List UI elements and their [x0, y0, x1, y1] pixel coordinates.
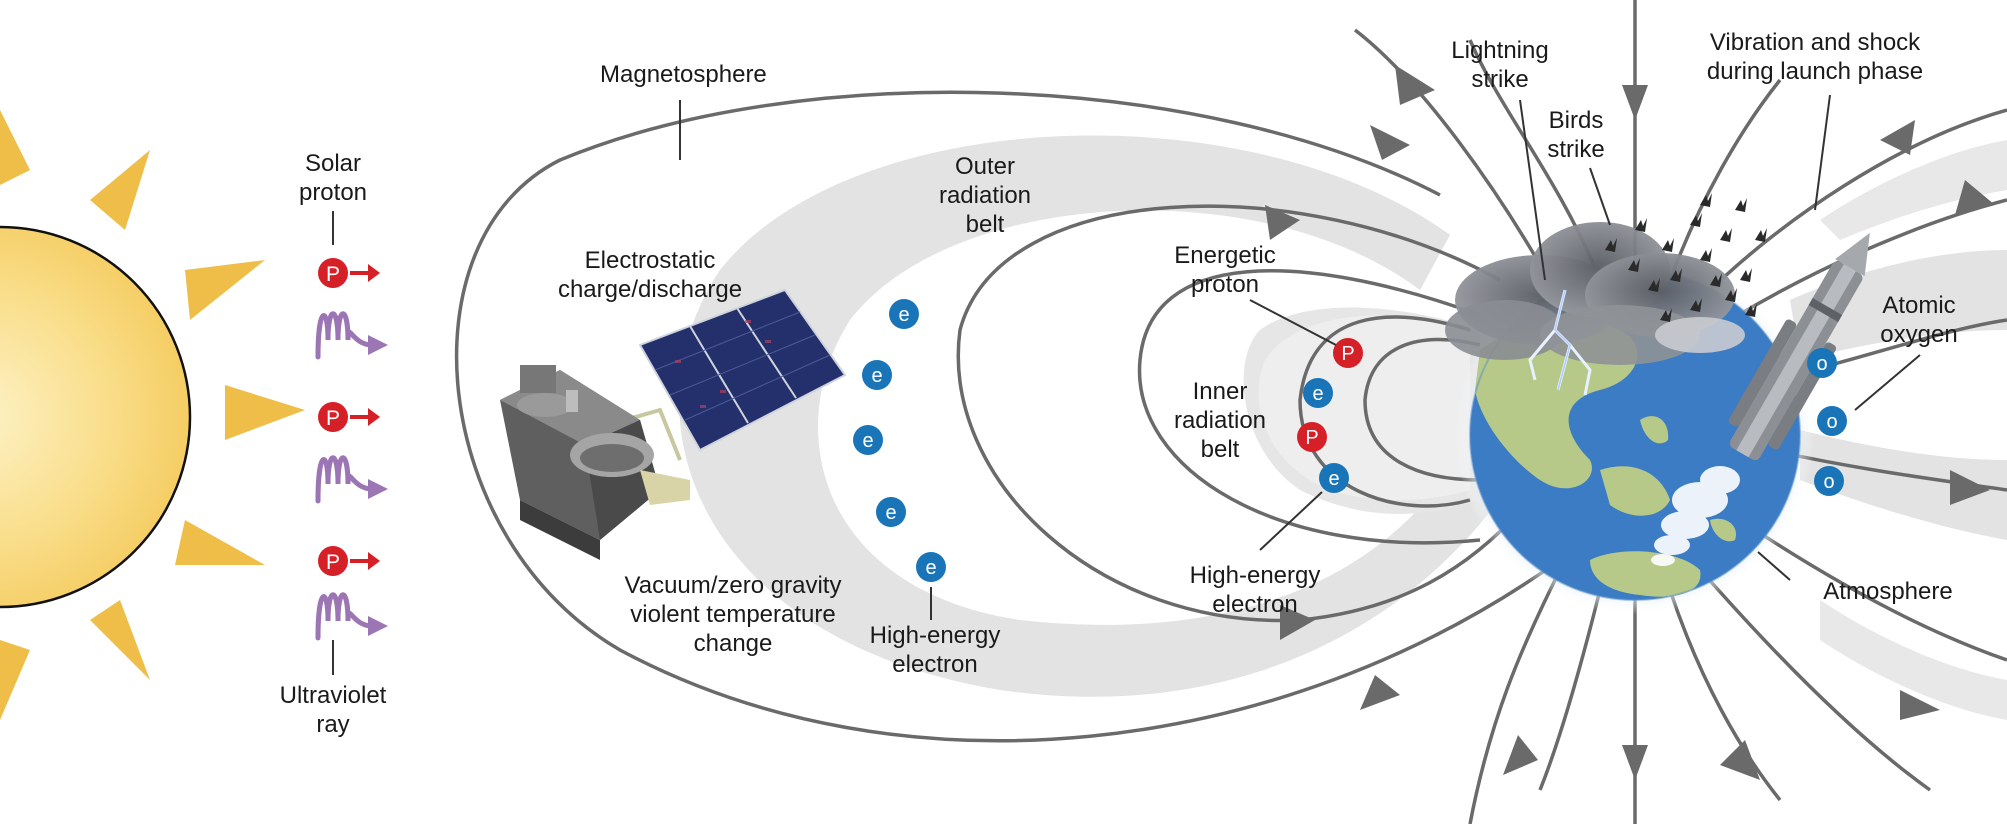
field-line-3 [1137, 269, 1481, 545]
field-line-bottom-2 [1538, 589, 1602, 791]
solar-proton-marker-1 [318, 258, 380, 288]
arrowhead-right-1 [1955, 180, 1995, 215]
satellite-solar-panel [638, 288, 847, 452]
magnetosphere-boundary-line [454, 90, 1562, 743]
field-line-top-5 [1698, 108, 2007, 302]
electron-letter-2: e [871, 365, 882, 387]
arrowhead-right-3 [1900, 690, 1940, 720]
field-line-bottom-5 [1703, 573, 1932, 792]
rocket-exhaust [1651, 466, 1740, 566]
arrowhead-bottom-1 [1503, 735, 1538, 775]
field-line-bottom-1 [1468, 569, 1562, 825]
field-arrowheads [1265, 65, 1995, 780]
field-line-4 [1298, 315, 1471, 508]
magnetic-field-lines [454, 0, 2007, 825]
arrowhead-right-2 [1950, 470, 1990, 505]
arrowhead-field2-top [1265, 205, 1300, 240]
outer-belt-electrons [853, 299, 946, 620]
inner-electron-letter-1: e [1312, 383, 1323, 405]
field-line-5 [1363, 337, 1481, 482]
atmosphere-label: Atmosphere [1823, 578, 1953, 605]
inner-proton-letter-1: P [1341, 343, 1354, 365]
outer-electron-letters: e e e e e [862, 304, 936, 579]
electron-letter-1: e [898, 304, 909, 326]
electron-letter-5: e [925, 557, 936, 579]
arrowhead-magnetosphere-top [1370, 125, 1410, 160]
bird-icon [1605, 193, 1767, 322]
electrostatic-label: Electrostatic charge/discharge [557, 247, 743, 303]
field-line-top-4 [1668, 78, 1782, 281]
vacuum-label: Vacuum/zero gravity violent temperature … [624, 572, 842, 657]
oxygen-letter-1: o [1816, 353, 1827, 375]
proton-letter-3: P [326, 551, 340, 574]
solar-proton-marker-3 [318, 546, 380, 576]
vibration-shock-label: Vibration and shock during launch phase [1706, 29, 1924, 85]
arrowhead-top-5 [1880, 120, 1915, 155]
arrowhead-top-1 [1395, 65, 1435, 105]
ultraviolet-ray-label: Ultraviolet ray [279, 682, 387, 738]
field-line-bottom-4 [1668, 589, 1782, 802]
solar-proton-marker-2 [318, 402, 380, 432]
inner-belt-particles [1249, 299, 1363, 551]
inner-electron-letter-2: e [1328, 468, 1339, 490]
solar-particles: P P P [315, 211, 388, 675]
oxygen-letter-2: o [1826, 411, 1837, 433]
outer-radiation-belt-label: Outer radiation belt [938, 153, 1032, 238]
high-energy-electron-inner-label: High-energy electron [1189, 562, 1321, 618]
electron-letter-3: e [862, 430, 873, 452]
oxygen-letters: o o o [1816, 353, 1837, 493]
sun-disc [0, 225, 192, 609]
atomic-oxygen-particles [1807, 348, 1921, 496]
rocket-icon [1651, 232, 1870, 566]
arrowhead-top-3 [1622, 85, 1648, 120]
proton-letter-1: P [326, 263, 340, 286]
magnetosphere-label: Magnetosphere [600, 61, 767, 88]
right-belt-band [1790, 140, 2007, 720]
arrowhead-field2-bottom [1280, 605, 1315, 640]
inner-particle-letters: P e P e [1305, 343, 1354, 490]
uv-wave-icon [315, 311, 375, 641]
proton-letter-2: P [326, 407, 340, 430]
lightning-strike-label: Lightning strike [1451, 37, 1549, 93]
atomic-oxygen-label: Atomic oxygen [1880, 292, 1958, 348]
energetic-proton-label: Energetic proton [1174, 242, 1276, 298]
sun-icon [0, 110, 305, 720]
satellite-body [500, 365, 690, 560]
satellite-icon [500, 288, 847, 560]
outer-radiation-belt-band [679, 135, 1520, 697]
arrowhead-magnetosphere-bottom [1360, 675, 1400, 710]
arrowhead-bottom-3 [1622, 745, 1648, 780]
high-energy-electron-outer-label: High-energy electron [869, 622, 1001, 678]
electron-letter-4: e [885, 502, 896, 524]
solar-proton-label: Solar proton [298, 150, 368, 206]
birds-strike-label: Birds strike [1547, 107, 1605, 163]
oxygen-letter-3: o [1823, 471, 1834, 493]
leader-lines [679, 94, 1831, 581]
field-line-2 [956, 204, 1532, 623]
storm-cloud-icon [1445, 222, 1745, 365]
sun-rays [0, 110, 305, 720]
inner-proton-letter-2: P [1305, 427, 1318, 449]
arrowhead-bottom-4 [1720, 740, 1760, 780]
inner-radiation-belt-label: Inner radiation belt [1173, 378, 1267, 463]
